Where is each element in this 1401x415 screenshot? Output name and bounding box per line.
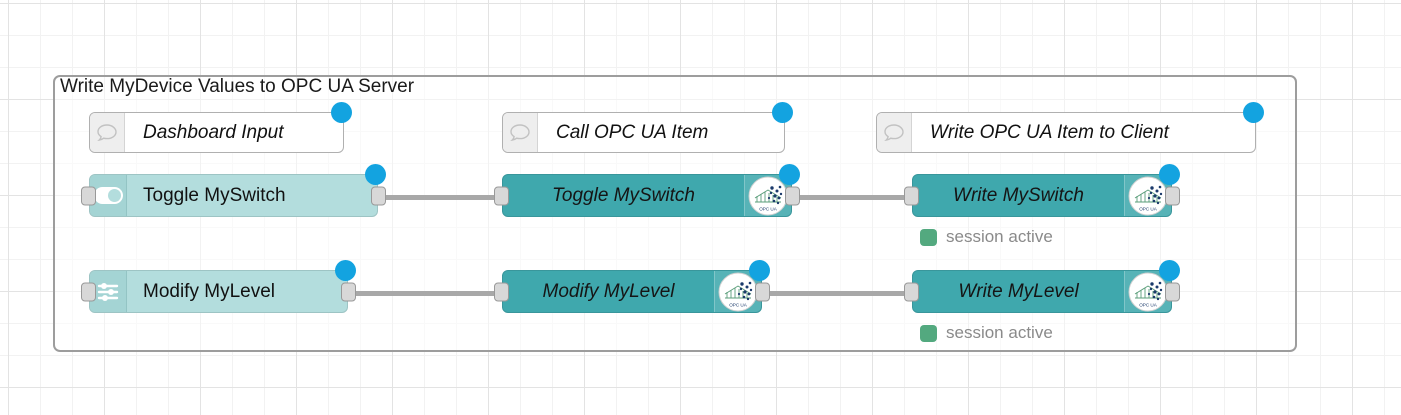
comment-node-dashboard-input[interactable]: Dashboard Input	[89, 102, 352, 153]
node-selection-badge[interactable]	[335, 260, 356, 281]
status-indicator-dot	[920, 324, 937, 342]
node-selection-badge[interactable]	[1159, 260, 1180, 281]
comment-bubble-icon	[90, 113, 125, 152]
node-toggle-myswitch-opcua-item[interactable]: Toggle MySwitch	[494, 164, 800, 217]
status-badge-session-active-level: session active	[920, 323, 1053, 343]
node-selection-badge[interactable]	[1159, 164, 1180, 185]
node-selection-badge[interactable]	[365, 164, 386, 185]
status-text: session active	[946, 227, 1053, 246]
node-output-port[interactable]	[785, 186, 800, 205]
node-label: Modify MyLevel	[542, 280, 675, 302]
node-output-port[interactable]	[341, 282, 356, 301]
comment-bubble-icon	[503, 113, 538, 152]
sliders-icon	[90, 271, 127, 312]
node-output-port[interactable]	[1165, 186, 1180, 205]
node-output-port[interactable]	[1165, 282, 1180, 301]
node-output-port[interactable]	[371, 186, 386, 205]
node-label: Modify MyLevel	[143, 280, 275, 302]
node-label: Write MySwitch	[953, 184, 1084, 206]
node-write-myswitch-opcua-client[interactable]: Write MySwitch	[904, 164, 1180, 217]
status-text: session active	[946, 323, 1053, 342]
node-selection-badge[interactable]	[331, 102, 352, 123]
opc-ua-logo-icon: OPC UA	[1124, 175, 1171, 216]
comment-bubble-icon	[877, 113, 912, 152]
node-modify-mylevel-opcua-item[interactable]: Modify MyLevel	[494, 260, 770, 313]
node-group-label: Write MyDevice Values to OPC UA Server	[60, 76, 415, 97]
wire-level-dash-to-opcua	[340, 291, 502, 296]
node-modify-mylevel-dashboard[interactable]: Modify MyLevel	[81, 260, 356, 313]
node-input-port[interactable]	[904, 282, 919, 301]
node-write-mylevel-opcua-client[interactable]: Write MyLevel O	[904, 260, 1180, 313]
svg-text:OPC UA: OPC UA	[1139, 302, 1158, 307]
status-badge-session-active-switch: session active	[920, 227, 1053, 247]
node-selection-badge[interactable]	[779, 164, 800, 185]
node-input-port[interactable]	[494, 186, 509, 205]
comment-node-label: Write OPC UA Item to Client	[930, 121, 1169, 143]
svg-text:OPC UA: OPC UA	[759, 206, 778, 211]
node-label: Toggle MySwitch	[143, 184, 286, 206]
node-input-port[interactable]	[904, 186, 919, 205]
wire-toggle-dash-to-opcua	[370, 195, 502, 200]
node-output-port[interactable]	[755, 282, 770, 301]
svg-text:OPC UA: OPC UA	[729, 302, 748, 307]
comment-node-write-opc-ua-item-to-client[interactable]: Write OPC UA Item to Client	[876, 102, 1264, 153]
node-input-port[interactable]	[81, 282, 96, 301]
node-input-port[interactable]	[494, 282, 509, 301]
node-toggle-myswitch-dashboard[interactable]: Toggle MySwitch	[81, 164, 386, 217]
comment-node-label: Dashboard Input	[143, 121, 284, 143]
node-selection-badge[interactable]	[772, 102, 793, 123]
comment-node-call-opc-ua-item[interactable]: Call OPC UA Item	[502, 102, 793, 153]
node-selection-badge[interactable]	[749, 260, 770, 281]
node-selection-badge[interactable]	[1243, 102, 1264, 123]
wire-toggle-opcua-to-write	[785, 195, 912, 200]
status-indicator-dot	[920, 228, 937, 246]
node-label: Write MyLevel	[958, 280, 1079, 302]
svg-text:OPC UA: OPC UA	[1139, 206, 1158, 211]
node-label: Toggle MySwitch	[552, 184, 695, 206]
comment-node-label: Call OPC UA Item	[556, 121, 709, 143]
node-input-port[interactable]	[81, 186, 96, 205]
toggle-switch-icon	[90, 175, 127, 216]
wire-level-opcua-to-write	[755, 291, 912, 296]
